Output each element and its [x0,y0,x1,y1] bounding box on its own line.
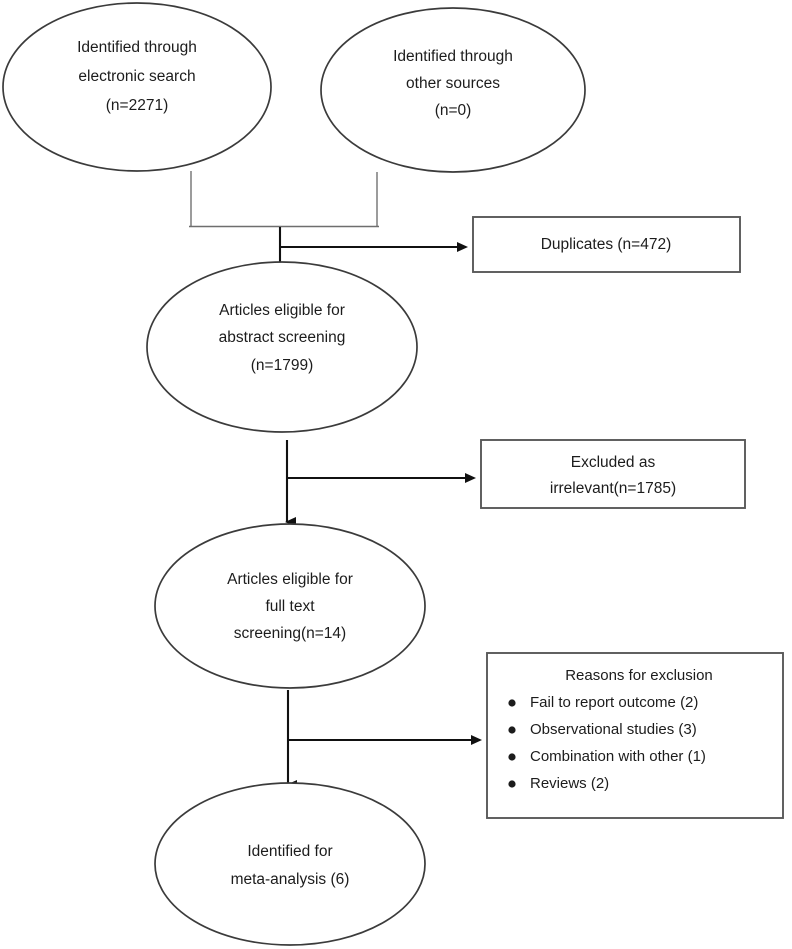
node-line-1: Articles eligible for [227,571,353,588]
box-line-1: Excluded as [571,454,656,471]
node-line-1: Identified for [247,843,332,860]
node-meta-analysis: Identified for meta-analysis (6) [154,782,426,946]
node-line-3: (n=2271) [106,97,168,114]
ellipse-shape [320,7,586,173]
list-item: Reviews (2) [508,775,609,792]
reasons-title: Reasons for exclusion [565,667,713,684]
node-line-3: (n=1799) [251,357,313,374]
bullet-icon [508,699,516,707]
node-identified-other-sources: Identified through other sources (n=0) [320,7,586,173]
box-line-2: irrelevant(n=1785) [550,480,676,497]
ellipse-shape [154,782,426,946]
connector-fulltext-to-meta [286,690,482,790]
node-identified-electronic-search: Identified through electronic search (n=… [2,2,272,172]
node-line-2: abstract screening [219,329,346,346]
node-reasons-for-exclusion-box: Reasons for exclusion Fail to report out… [486,652,784,819]
list-item-label: Fail to report outcome (2) [530,694,698,711]
node-duplicates-box: Duplicates (n=472) [472,216,741,273]
node-line-1: Articles eligible for [219,302,345,319]
node-line-2: other sources [406,75,500,92]
connector-sources-merge [189,171,379,276]
connector-abstract-to-fulltext [285,440,476,527]
node-line-2: meta-analysis (6) [231,871,350,888]
list-item-label: Combination with other (1) [530,748,706,765]
node-fulltext-screening: Articles eligible for full text screenin… [154,523,426,689]
ellipse-shape [154,523,426,689]
box-shape [472,216,741,273]
node-line-2: electronic search [78,68,195,85]
bullet-icon [508,780,516,788]
node-line-2: full text [265,598,315,615]
list-item-label: Observational studies (3) [530,721,697,738]
list-item: Fail to report outcome (2) [508,694,698,711]
box-shape [486,652,784,819]
node-line-3: screening(n=14) [234,625,346,642]
ellipse-shape [146,261,418,433]
bullet-icon [508,726,516,734]
box-line-1: Duplicates (n=472) [541,236,672,253]
node-line-1: Identified through [393,48,513,65]
bullet-icon [508,753,516,761]
node-line-1: Identified through [77,39,197,56]
ellipse-shape [2,2,272,172]
node-abstract-screening: Articles eligible for abstract screening… [146,261,418,433]
node-excluded-irrelevant-box: Excluded as irrelevant(n=1785) [480,439,746,509]
list-item-label: Reviews (2) [530,775,609,792]
list-item: Combination with other (1) [508,748,706,765]
box-shape [480,439,746,509]
list-item: Observational studies (3) [508,721,697,738]
node-line-3: (n=0) [435,102,472,119]
